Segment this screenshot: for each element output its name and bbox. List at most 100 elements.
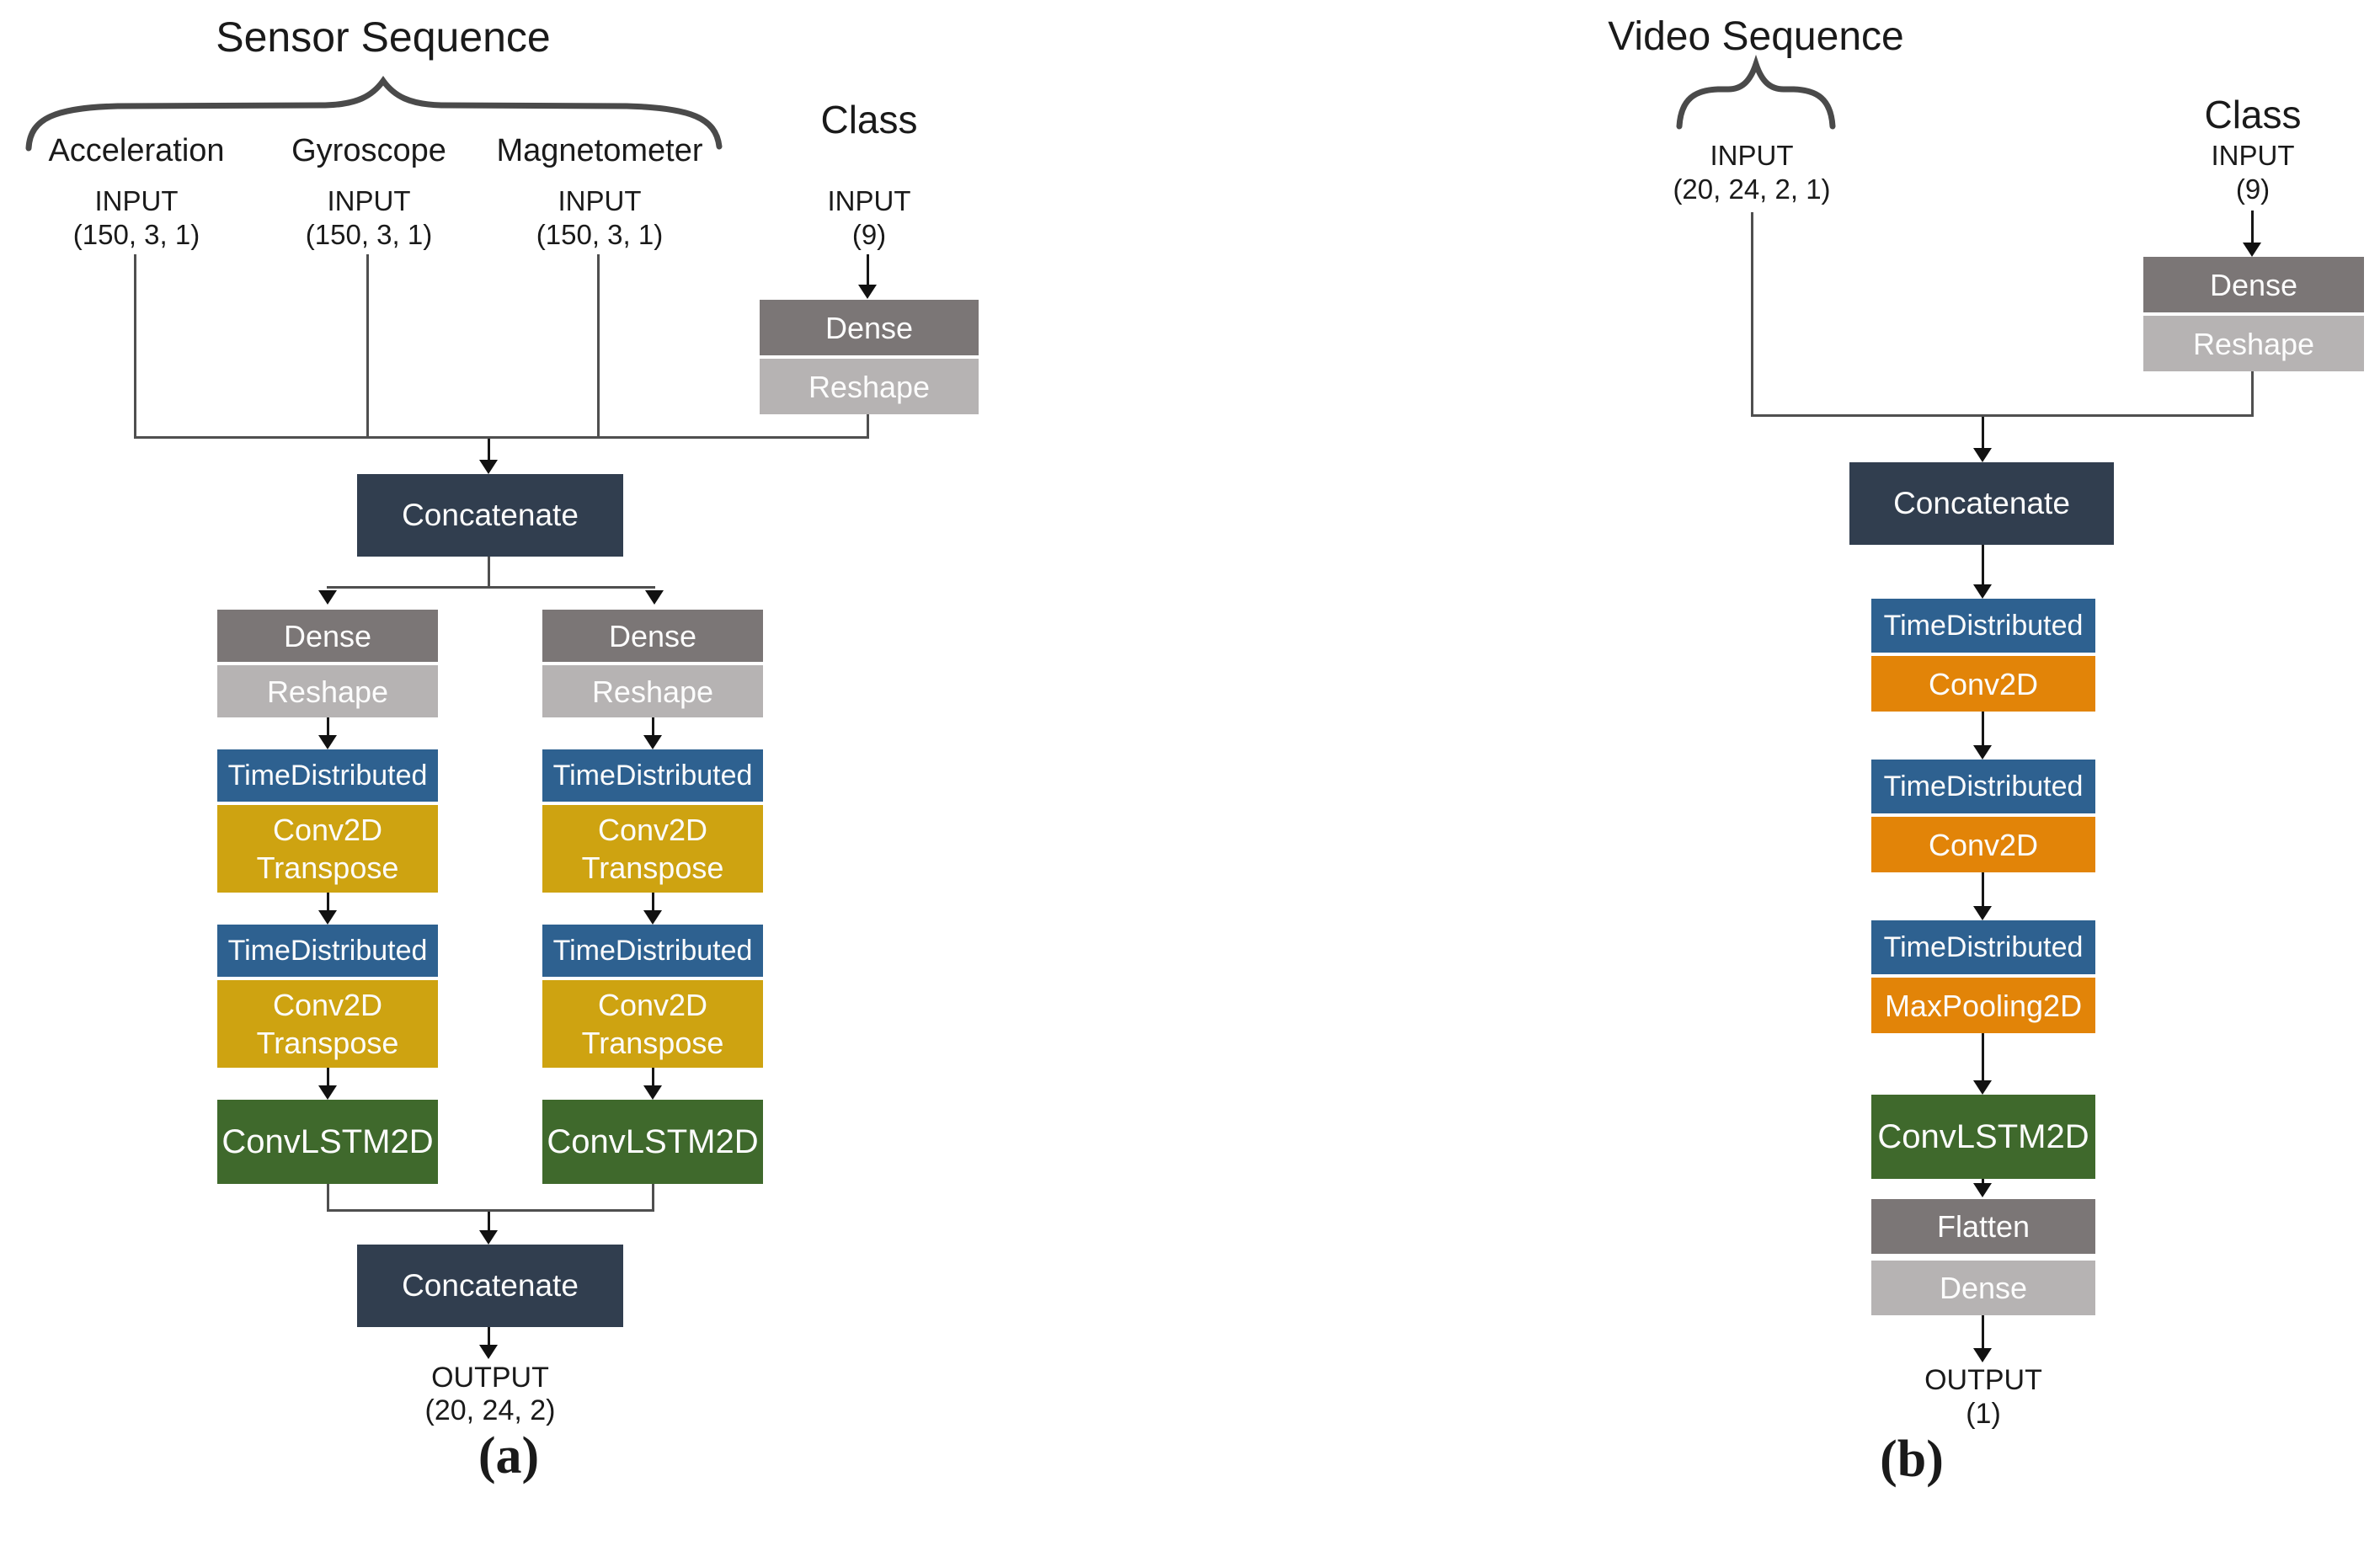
arrow-stem	[652, 1068, 654, 1086]
layer-box-flatten: Flatten	[1871, 1199, 2095, 1254]
layer-box-concatenate: Concatenate	[1849, 462, 2114, 545]
arrow-stem	[867, 254, 869, 285]
layer-box-timedistributed: TimeDistributed	[1871, 599, 2095, 653]
arrowhead	[643, 735, 662, 749]
panel-a-class-title: Class	[820, 98, 918, 141]
arrowhead	[2243, 243, 2261, 257]
layer-box-convlstm2d: ConvLSTM2D	[217, 1100, 438, 1184]
panel-b-title: Video Sequence	[1608, 14, 1904, 59]
sensor-label-gyroscope: Gyroscope	[291, 133, 446, 168]
layer-box-concatenate: Concatenate	[357, 1245, 623, 1327]
arrowhead	[1973, 745, 1992, 760]
arrowhead	[1973, 906, 1992, 920]
layer-box-conv2dtranspose: Conv2D Transpose	[542, 980, 763, 1068]
connector-line	[597, 254, 600, 439]
arrow-stem	[1982, 1179, 1984, 1184]
layer-box-reshape: Reshape	[217, 665, 438, 717]
input-label: INPUT	[94, 185, 179, 216]
arrow-stem	[327, 893, 329, 911]
arrow-stem	[1982, 1315, 1984, 1349]
arrow-stem	[488, 439, 490, 461]
arrow-stem	[1982, 417, 1984, 449]
input-label: INPUT	[558, 185, 642, 216]
connector-line	[1751, 414, 2254, 417]
arrow-stem	[1982, 872, 1984, 907]
arrow-stem	[327, 717, 329, 736]
layer-box-dense: Dense	[217, 610, 438, 662]
arrow-stem	[488, 1212, 490, 1232]
layer-box-maxpooling2d: MaxPooling2D	[1871, 978, 2095, 1033]
arrowhead	[479, 1230, 498, 1245]
layer-box-conv2dtranspose: Conv2D Transpose	[217, 980, 438, 1068]
layer-box-dense: Dense	[2143, 257, 2364, 312]
layer-box-dense: Dense	[1871, 1261, 2095, 1315]
connector-line	[366, 254, 369, 439]
video-sequence-brace	[1676, 54, 1836, 130]
layer-box-reshape: Reshape	[2143, 316, 2364, 371]
input-label: INPUT	[327, 185, 411, 216]
connector-line	[134, 436, 869, 439]
output-shape: (1)	[1966, 1398, 2001, 1430]
panel-a-label: (a)	[478, 1427, 540, 1485]
layer-box-timedistributed: TimeDistributed	[542, 749, 763, 802]
connector-line	[488, 557, 490, 587]
input-label: INPUT	[827, 185, 911, 216]
input-shape: (9)	[2235, 173, 2271, 205]
arrowhead	[1973, 1348, 1992, 1362]
arrowhead	[479, 460, 498, 474]
layer-box-conv2d: Conv2D	[1871, 817, 2095, 872]
arrowhead	[1973, 584, 1992, 599]
layer-box-timedistributed: TimeDistributed	[542, 925, 763, 977]
input-label: INPUT	[1710, 140, 1794, 171]
arrow-stem	[1982, 1033, 1984, 1081]
connector-line	[327, 1209, 654, 1212]
input-shape: (150, 3, 1)	[72, 219, 200, 250]
panel-b-class-title: Class	[2204, 93, 2302, 136]
output-shape: (20, 24, 2)	[424, 1394, 556, 1426]
arrow-stem	[1982, 545, 1984, 585]
arrowhead	[318, 910, 337, 925]
arrow-stem	[652, 717, 654, 736]
arrowhead	[318, 1085, 337, 1100]
layer-box-dense: Dense	[760, 300, 979, 355]
arrow-stem	[2251, 211, 2254, 243]
arrowhead	[645, 590, 664, 605]
arrowhead	[479, 1345, 498, 1359]
arrowhead	[1973, 1183, 1992, 1197]
connector-line	[867, 414, 869, 438]
arrow-stem	[488, 1327, 490, 1346]
layer-box-convlstm2d: ConvLSTM2D	[542, 1100, 763, 1184]
output-label: OUTPUT	[1924, 1364, 2042, 1396]
layer-box-timedistributed: TimeDistributed	[1871, 760, 2095, 813]
connector-line	[134, 254, 136, 439]
layer-box-reshape: Reshape	[760, 359, 979, 414]
layer-box-timedistributed: TimeDistributed	[217, 925, 438, 977]
arrowhead	[1973, 448, 1992, 462]
panel-a-title: Sensor Sequence	[216, 13, 551, 61]
output-label: OUTPUT	[431, 1362, 549, 1394]
arrowhead	[643, 910, 662, 925]
arrow-stem	[652, 893, 654, 911]
connector-line	[327, 1184, 329, 1211]
layer-box-timedistributed: TimeDistributed	[217, 749, 438, 802]
arrowhead	[318, 590, 337, 605]
sensor-label-magnetometer: Magnetometer	[496, 133, 703, 168]
arrowhead	[858, 285, 877, 299]
connector-line	[652, 1184, 654, 1211]
layer-box-dense: Dense	[542, 610, 763, 662]
arrowhead	[1973, 1080, 1992, 1095]
arrowhead	[643, 1085, 662, 1100]
layer-box-convlstm2d: ConvLSTM2D	[1871, 1095, 2095, 1179]
panel-b-label: (b)	[1880, 1431, 1944, 1488]
arrow-stem	[327, 1068, 329, 1086]
input-label: INPUT	[2211, 140, 2295, 171]
input-shape: (150, 3, 1)	[536, 219, 664, 250]
layer-box-conv2d: Conv2D	[1871, 656, 2095, 712]
layer-box-timedistributed: TimeDistributed	[1871, 920, 2095, 974]
connector-line	[2251, 371, 2254, 416]
layer-box-concatenate: Concatenate	[357, 474, 623, 557]
connector-line	[1751, 212, 1753, 416]
layer-box-conv2dtranspose: Conv2D Transpose	[217, 805, 438, 893]
sensor-label-acceleration: Acceleration	[48, 133, 225, 168]
